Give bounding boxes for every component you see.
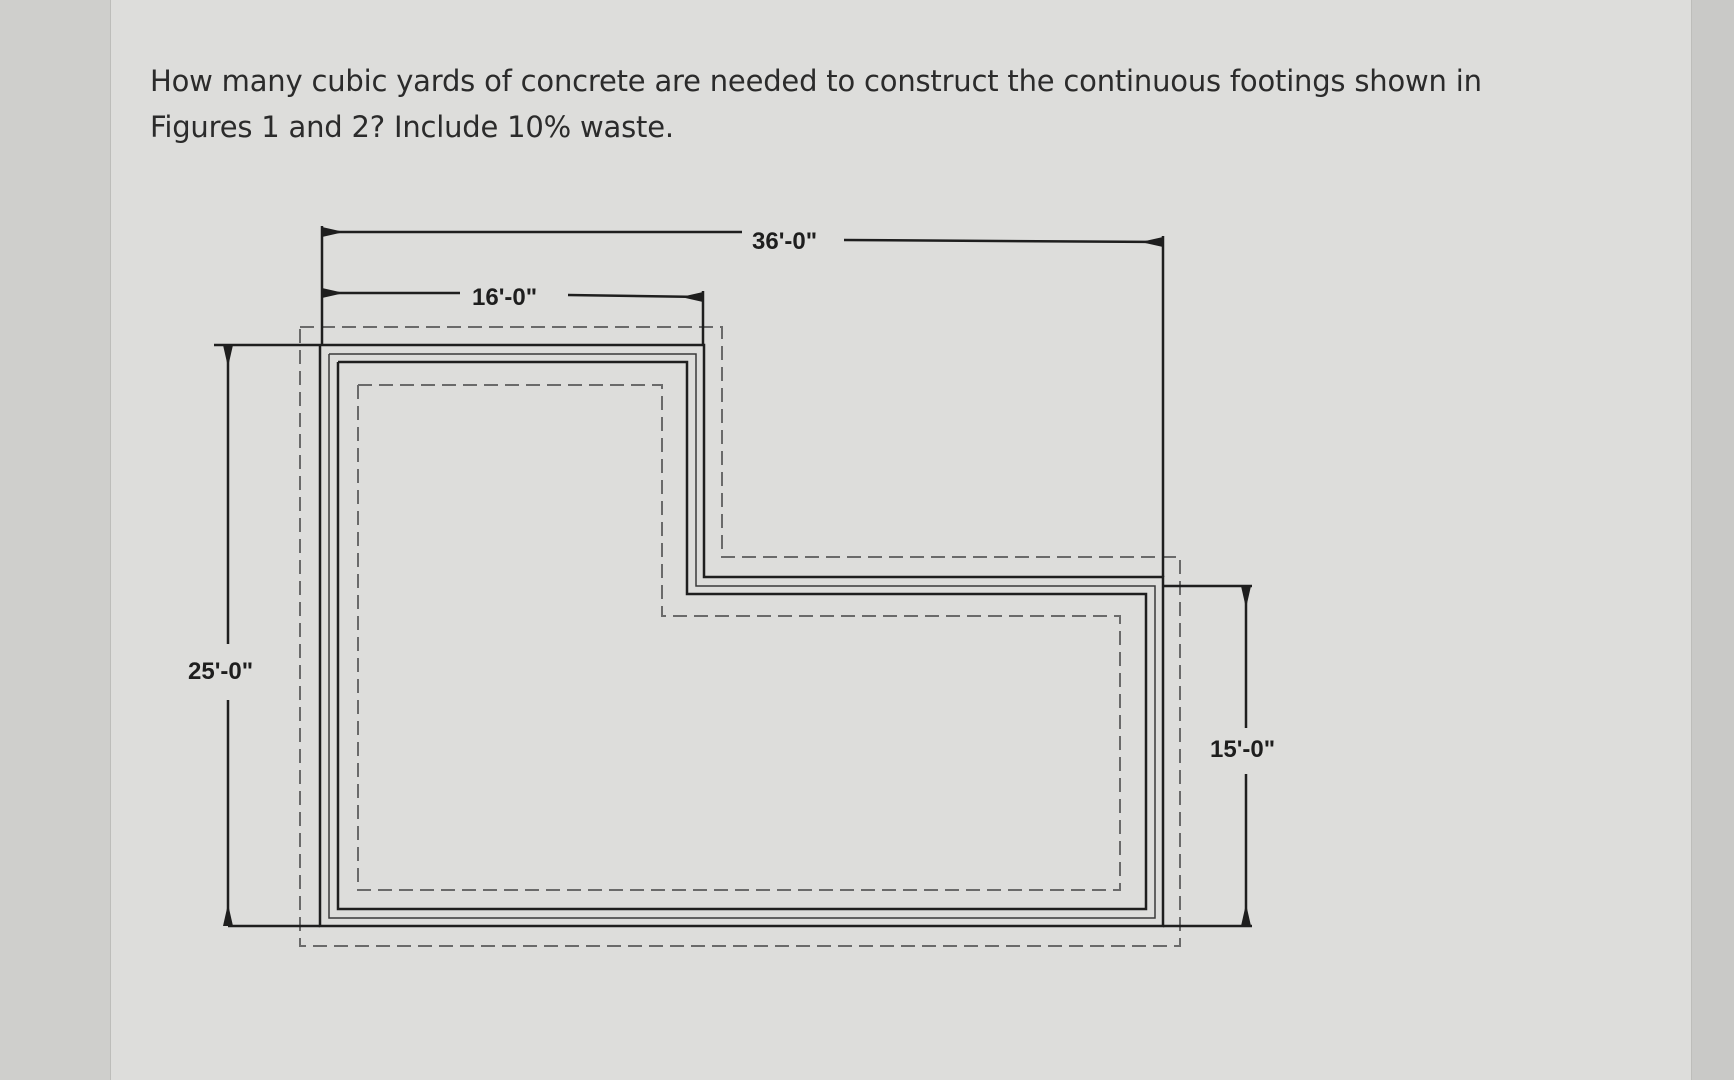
question-line-1: How many cubic yards of concrete are nee… (150, 64, 1482, 98)
dimension-36ft-label: 36'-0" (752, 228, 817, 255)
dimension-25ft-label: 25'-0" (188, 658, 253, 685)
left-margin (0, 0, 110, 1080)
wall-inner-line (336, 360, 1148, 911)
inner-dashed-footing (357, 384, 1121, 891)
question-line-2: Figures 1 and 2? Include 10% waste. (150, 110, 674, 144)
dimension-15ft-label: 15'-0" (1210, 736, 1275, 763)
dimension-25ft (214, 343, 320, 928)
outer-dashed-footing (299, 326, 1181, 947)
dimension-16ft-label: 16'-0" (472, 284, 537, 311)
dimension-16ft (322, 288, 705, 345)
question-text: How many cubic yards of concrete are nee… (150, 58, 1610, 150)
dimension-36ft (320, 226, 1165, 577)
content-panel (110, 0, 1692, 1080)
wall-outer-line (318, 343, 1165, 928)
wall-middle-line (328, 353, 1156, 919)
dimension-15ft (1163, 584, 1252, 928)
